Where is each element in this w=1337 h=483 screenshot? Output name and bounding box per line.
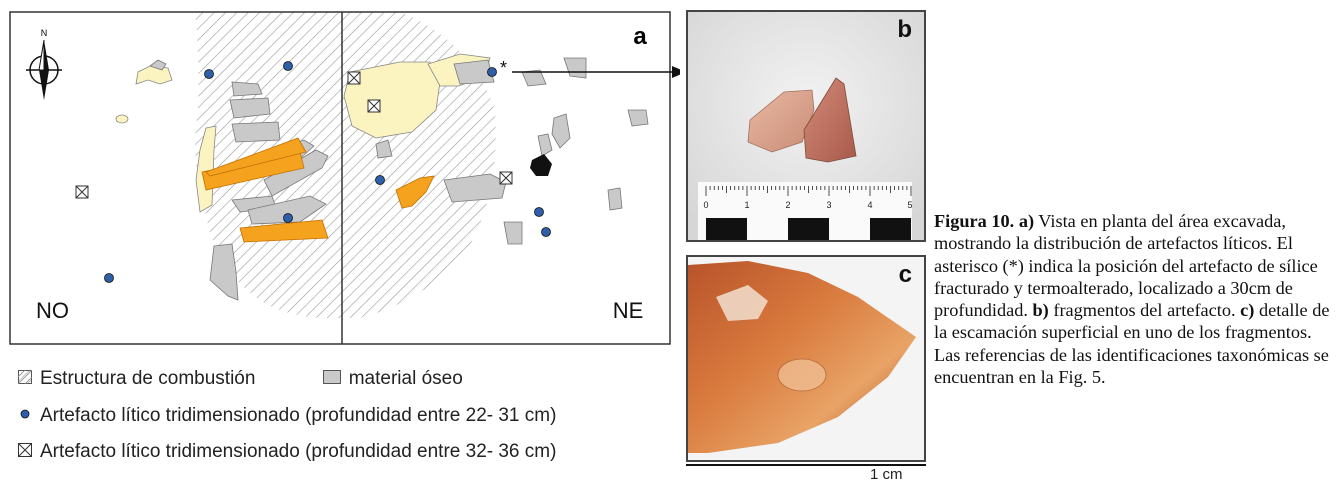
ruler-number: 0 xyxy=(703,200,708,210)
flake-scar xyxy=(777,358,827,392)
north-label: N xyxy=(41,28,48,38)
legend-lithic-shallow-label: Artefacto lítico tridimensionado (profun… xyxy=(40,405,557,427)
legend-combustion-label: Estructura de combustión xyxy=(40,368,256,390)
orange-feature xyxy=(395,175,435,209)
panel-a-letter: a xyxy=(633,23,647,50)
ruler-number: 5 xyxy=(907,200,912,210)
sector-ne-label: NE xyxy=(613,298,644,323)
photo-b-fragments: b 0 1 2 3 4 5 xyxy=(686,10,926,242)
sector-no-label: NO xyxy=(36,298,69,323)
scale-bar-label: 1 cm xyxy=(870,466,903,483)
fragments-photo-illustration: 0 1 2 3 4 5 xyxy=(688,12,924,240)
bone-legend-icon xyxy=(322,368,341,390)
bone-fragment xyxy=(503,221,523,245)
hatch-legend-icon xyxy=(17,368,33,390)
black-feature xyxy=(530,154,552,176)
lithic-artifact-shallow xyxy=(283,213,293,223)
lithic-artifact-shallow xyxy=(534,207,544,217)
bone-fragment xyxy=(453,59,495,85)
bone-fragment xyxy=(231,121,281,143)
crossed-square-legend-icon xyxy=(18,441,32,463)
north-arrow-icon: N xyxy=(26,28,62,100)
ruler-blocks xyxy=(706,218,911,240)
bone-fragment xyxy=(443,173,507,203)
ruler-number: 2 xyxy=(785,200,790,210)
lithic-artifact-shallow xyxy=(375,175,385,185)
lithic-artifact-deep xyxy=(499,171,513,185)
caption-a-label: a) xyxy=(1018,211,1035,231)
figure-caption: Figura 10. a) Vista en planta del área e… xyxy=(934,210,1334,388)
legend-row-2: Artefacto lítico tridimensionado (profun… xyxy=(18,405,556,427)
pale-feature xyxy=(135,65,173,85)
lithic-artifact-deep xyxy=(347,71,361,85)
orange-feature xyxy=(239,219,329,243)
caption-b-label: b) xyxy=(1032,300,1049,321)
pale-feature xyxy=(343,61,441,139)
scale-bar xyxy=(686,464,926,466)
bone-fragment xyxy=(563,57,587,79)
lithic-artifact-deep xyxy=(367,99,381,113)
caption-c-text: detalle de la escamación superficial en … xyxy=(934,300,1330,388)
pale-feature xyxy=(195,125,217,213)
photo-c-detail: c xyxy=(686,255,926,462)
bone-fragment xyxy=(375,139,393,159)
caption-a-text: Vista en planta del área excavada, mostr… xyxy=(934,211,1318,321)
bone-fragment xyxy=(627,109,649,127)
excavation-plan-map: N xyxy=(9,11,680,345)
bone-fragment xyxy=(209,243,239,301)
bone-fragment xyxy=(607,187,623,211)
bone-fragment xyxy=(551,113,571,149)
pale-feature xyxy=(115,114,129,124)
bone-fragment xyxy=(537,133,553,157)
lithic-artifact-shallow xyxy=(104,273,114,283)
caption-figure-label: Figura 10. xyxy=(934,211,1015,231)
bone-fragment xyxy=(231,81,263,97)
lithic-artifact-shallow xyxy=(487,67,497,77)
panel-c-letter: c xyxy=(898,261,912,288)
legend-lithic-deep-label: Artefacto lítico tridimensionado (profun… xyxy=(40,441,557,463)
ruler-ticks xyxy=(705,186,912,196)
bone-fragment xyxy=(149,59,167,71)
bone-fragment xyxy=(521,69,547,87)
caption-c-label: c) xyxy=(1240,300,1255,321)
legend-row-1: Estructura de combustión material óseo xyxy=(17,368,463,390)
flaking-detail-illustration xyxy=(688,257,924,460)
bone-fragment xyxy=(263,149,329,197)
lithic-artifact-shallow xyxy=(204,69,214,79)
lithic-artifact-shallow xyxy=(541,227,551,237)
caption-b-text: fragmentos del artefacto. xyxy=(1053,300,1236,321)
map-frame xyxy=(9,11,671,345)
bone-fragment xyxy=(247,195,327,225)
orange-feature xyxy=(205,137,307,177)
blue-dot-legend-icon xyxy=(18,405,32,427)
lithic-artifact-shallow xyxy=(283,61,293,71)
panel-b-letter: b xyxy=(897,16,912,43)
asterisk-marker: * xyxy=(500,58,507,78)
legend-row-3: Artefacto lítico tridimensionado (profun… xyxy=(18,441,556,463)
ruler-number: 1 xyxy=(744,200,749,210)
arrow-to-photo-b xyxy=(512,66,680,78)
flint-fragment-right xyxy=(803,77,857,163)
ruler-number: 3 xyxy=(826,200,831,210)
cortex-patch xyxy=(716,285,768,321)
legend-bone-label: material óseo xyxy=(348,368,463,390)
lithic-artifact-deep xyxy=(75,185,89,199)
ruler-number: 4 xyxy=(867,200,872,210)
bone-fragment xyxy=(229,97,271,119)
